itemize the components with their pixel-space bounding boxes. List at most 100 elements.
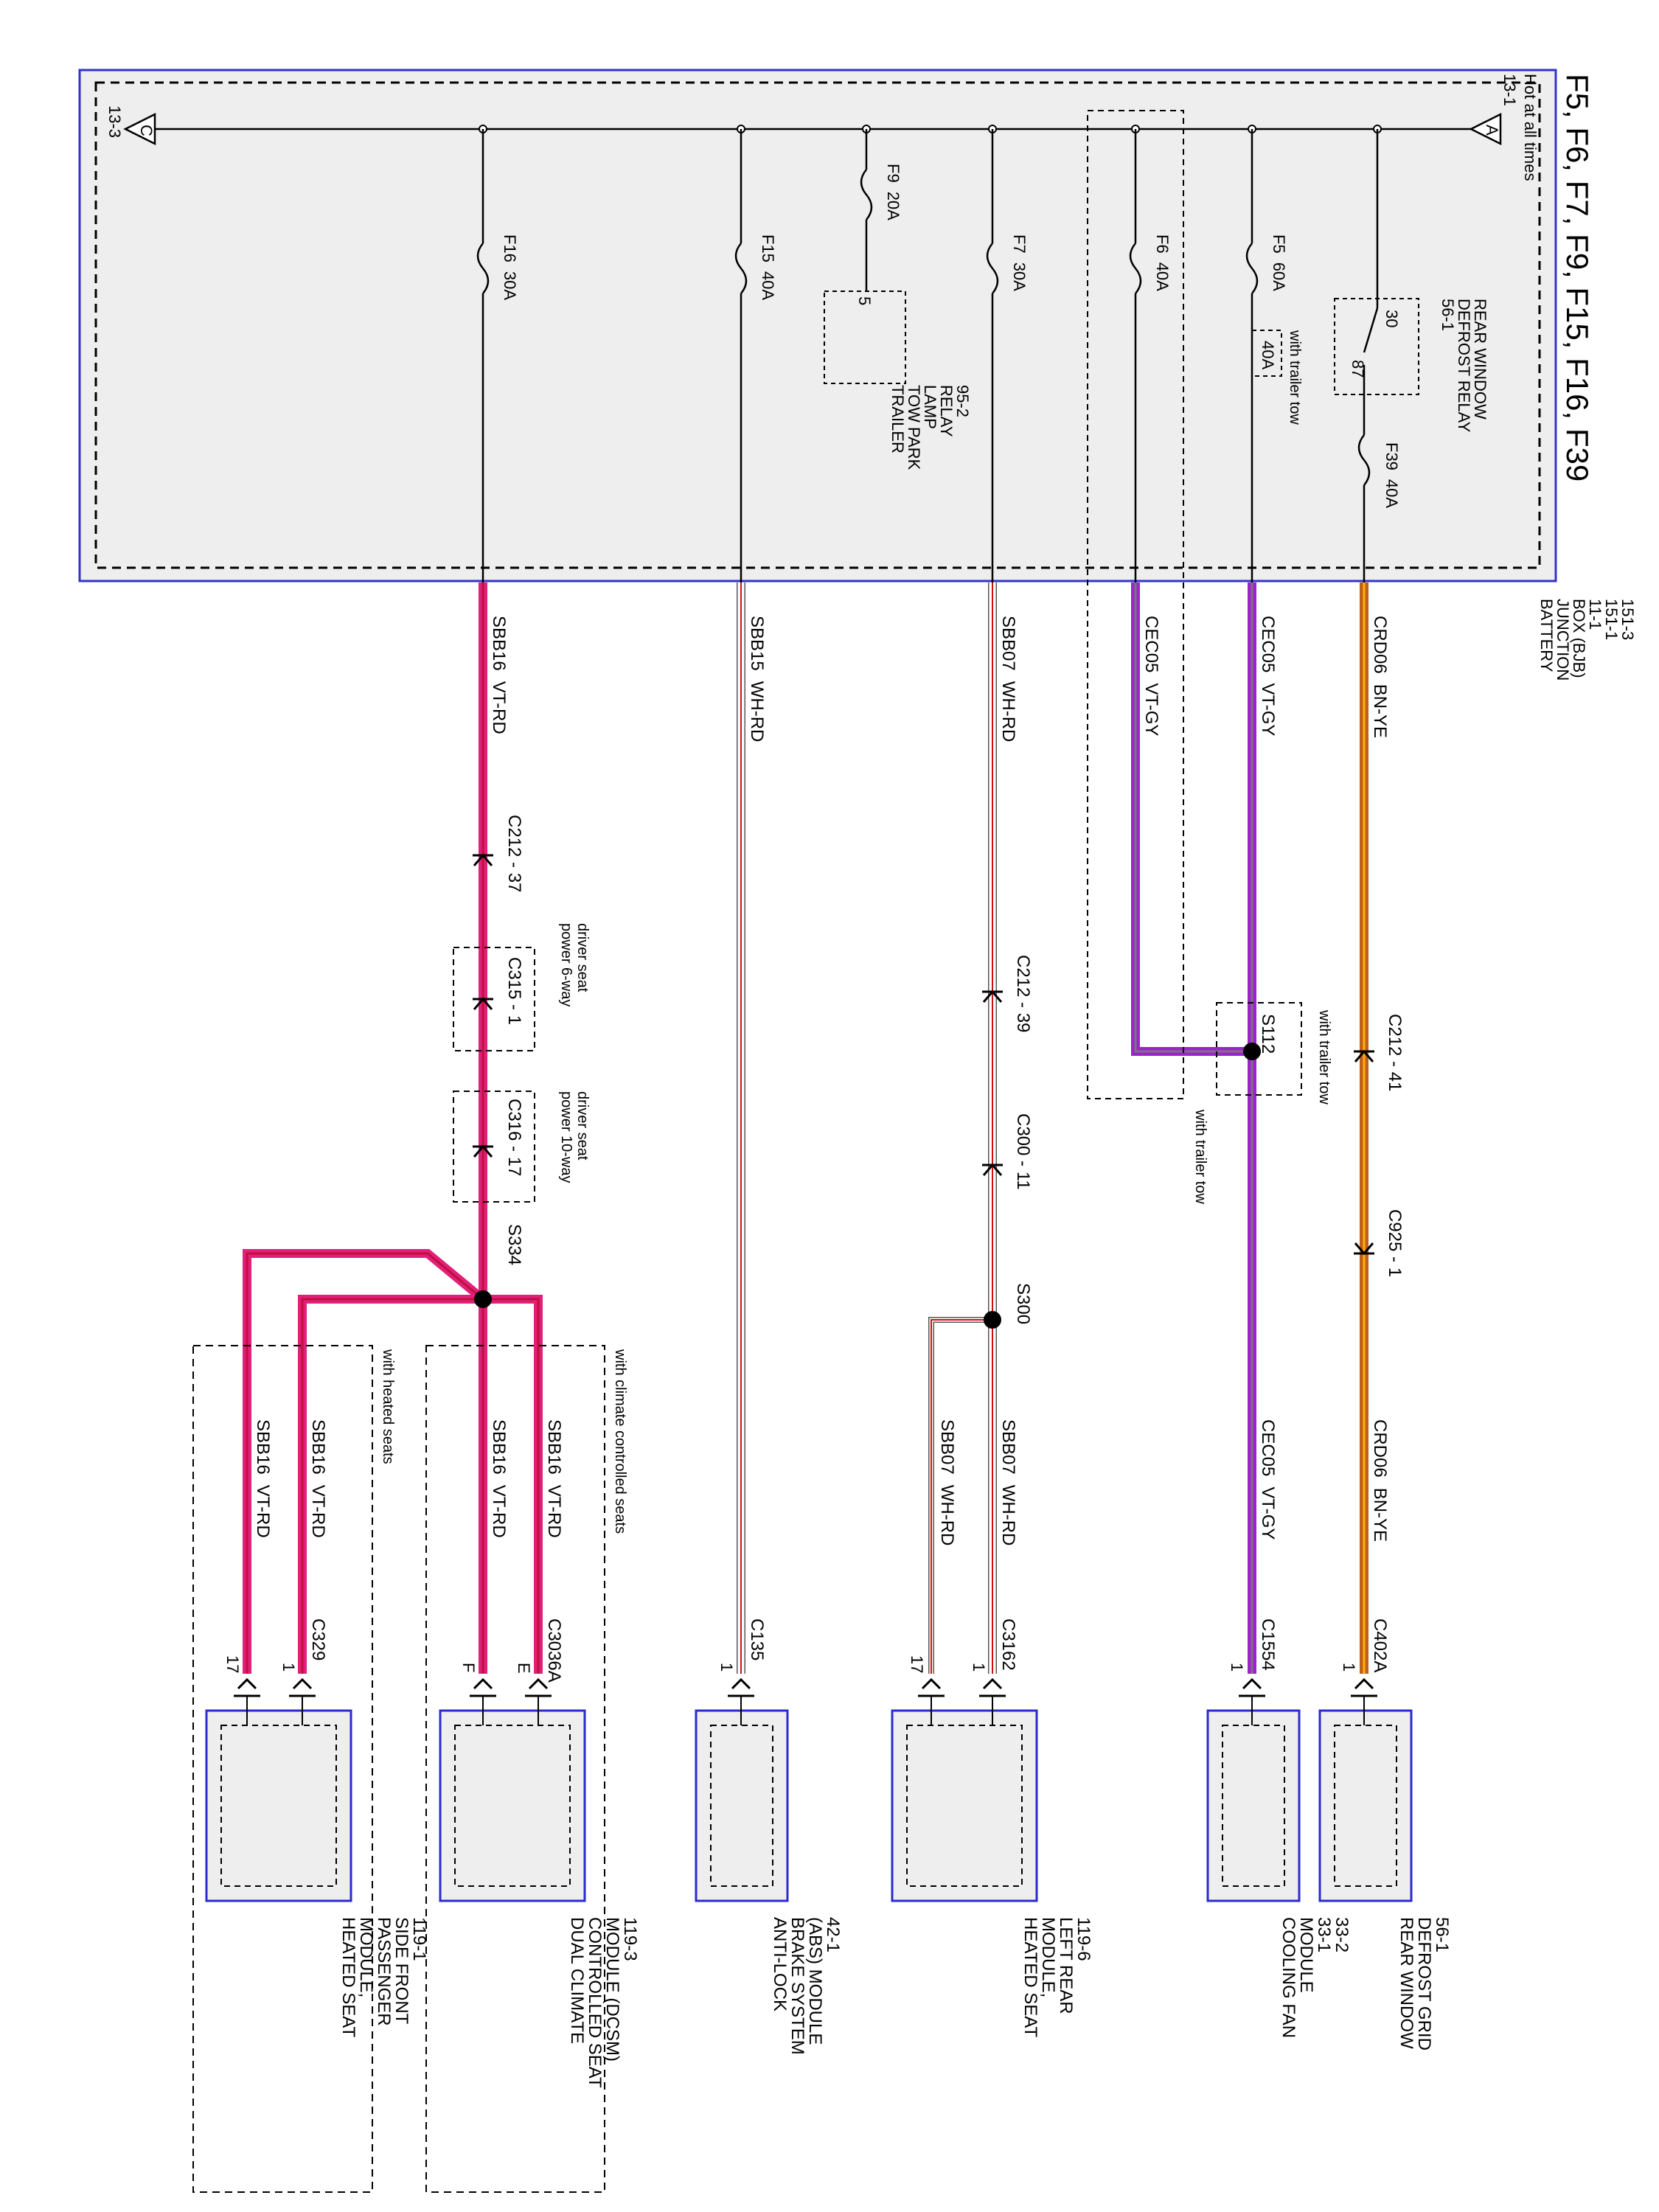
pin-1-pass: 1 (279, 1663, 298, 1672)
trailer-relay-pin-5: 5 (855, 296, 874, 305)
f5-alt-rating: 40A (1259, 341, 1277, 369)
ref-in: 13-1 (1500, 74, 1519, 106)
pin-1-cooling: 1 (1228, 1663, 1246, 1672)
splice-s112 (1243, 1043, 1261, 1060)
module-rear-defrost-grid (1318, 1696, 1413, 1902)
module-label-dcsm: DUAL CLIMATE CONTROLLED SEAT MODULE (DCS… (567, 1917, 640, 2093)
connector-c300-11: C300 - 11 (1013, 1113, 1033, 1190)
trailer-tow-f6-box (1087, 110, 1184, 1099)
splice-s300 (984, 1311, 1001, 1329)
wire-label-cec05-top: CEC05VT-GY (1258, 616, 1278, 736)
pin-1-left-rear: 1 (970, 1663, 988, 1672)
trailer-tow-relay-box (824, 291, 906, 384)
wire-cec05-trailer (1131, 582, 1252, 1056)
wire-sbb16-branches (243, 1249, 543, 1674)
inline-connectors (473, 853, 1374, 1256)
internal-branches (476, 129, 1379, 582)
module-heated-seat-passenger (205, 1696, 352, 1902)
module-abs (695, 1696, 789, 1902)
wire-label-sbb07-branch: SBB07WH-RD (937, 1419, 957, 1545)
splice-s300-label: S300 (1013, 1283, 1033, 1324)
fuse-f16-label: F1630A (501, 234, 519, 300)
connector-c1554: C1554 (1258, 1618, 1278, 1671)
svg-text:C: C (137, 125, 156, 136)
connector-c925-1: C925 - 1 (1385, 1209, 1405, 1277)
module-label-heated-seat-left-rear: HEATED SEAT MODULE, LEFT REAR 119-6 (1020, 1917, 1093, 2042)
wire-label-crd06-bottom: CRD06BN-YE (1370, 1419, 1390, 1542)
module-terminals (234, 1677, 1377, 1697)
module-label-rear-defrost-grid: REAR WINDOW DEFROST GRID 56-1 (1397, 1917, 1452, 2056)
wire-label-sbb15: SBB15WH-RD (747, 616, 767, 742)
pin-f-dcsm: F (459, 1663, 478, 1672)
fuse-f6-label: F640A (1153, 234, 1172, 291)
ref-out: 13-3 (105, 105, 124, 138)
pin-1-defrost: 1 (1340, 1663, 1358, 1672)
module-cooling-fan (1206, 1696, 1301, 1902)
splice-s112-label: S112 (1258, 1014, 1278, 1054)
wire-label-sbb16-dcsm-f: SBB16VT-RD (489, 1419, 509, 1538)
relay-pin-30: 30 (1382, 310, 1401, 327)
wire-sbb07-branch (928, 1317, 992, 1674)
fuse-f15-label: F1540A (759, 234, 777, 300)
connector-c212-37: C212 - 37 (504, 815, 524, 892)
note-with-climate: with climate controlled seats (612, 1349, 628, 1534)
bus-node-c-icon: C (123, 112, 156, 146)
splice-s334-label: S334 (504, 1224, 524, 1265)
pin-17-left-rear: 17 (908, 1655, 926, 1673)
junction-box-label: BATTERY JUNCTION BOX (BJB) 11-1 151-1 15… (1537, 599, 1637, 685)
pin-e-dcsm: E (515, 1663, 533, 1674)
wire-label-sbb07-top: SBB07WH-RD (998, 616, 1018, 742)
connector-c212-39: C212 - 39 (1013, 955, 1033, 1032)
hot-at-all-times-label: Hot at all times (1521, 74, 1540, 181)
junction-box-frame (78, 69, 1557, 582)
connector-c315-1: C315 - 1 (504, 957, 524, 1025)
wire-label-sbb07-bottom: SBB07WH-RD (998, 1419, 1018, 1545)
module-label-abs: ANTI-LOCK BRAKE SYSTEM (ABS) MODULE 42-1 (770, 1917, 843, 2059)
rear-defrost-relay-box (1334, 298, 1419, 395)
trailer-tow-relay-label: TRAILER TOW PARK LAMP RELAY 95-2 (888, 385, 972, 474)
wire-label-sbb16-pass-17: SBB16VT-RD (253, 1419, 273, 1538)
module-label-heated-seat-passenger: HEATED SEAT MODULE, PASSENGER SIDE FRONT… (338, 1917, 429, 2042)
fuse-f7-label: F730A (1010, 234, 1029, 291)
module-label-cooling-fan: COOLING FAN MODULE 33-1 33-2 (1279, 1917, 1352, 2043)
s112-option-box (1216, 1002, 1302, 1096)
climate-seats-option-box (425, 1345, 605, 2193)
wire-label-crd06-top: CRD06BN-YE (1370, 616, 1390, 738)
relay-pin-87: 87 (1349, 360, 1367, 378)
rear-defrost-relay-label: REAR WINDOW DEFROST RELAY 56-1 (1439, 299, 1489, 437)
module-heated-seat-left-rear (891, 1696, 1038, 1902)
fuse-f39-label: F3940A (1382, 442, 1401, 508)
pin-17-pass: 17 (223, 1655, 242, 1673)
wire-label-sbb16-dcsm-e: SBB16VT-RD (544, 1419, 564, 1538)
note-with-trailer-tow-f6: with trailer tow (1192, 1109, 1208, 1204)
connector-c402a: C402A (1370, 1618, 1390, 1672)
module-dcsm (439, 1696, 586, 1902)
connector-c329: C329 (308, 1618, 328, 1660)
wire-label-sbb16-pass-1: SBB16VT-RD (308, 1419, 328, 1538)
note-with-trailer-tow-s112: with trailer tow (1316, 1009, 1332, 1105)
connector-c3036a: C3036A (544, 1618, 564, 1683)
svg-text:A: A (1483, 125, 1501, 136)
connector-c135: C135 (747, 1618, 767, 1660)
wire-label-sbb16-top: SBB16VT-RD (489, 616, 509, 734)
connector-c212-41: C212 - 41 (1385, 1014, 1405, 1091)
page-title: F5, F6, F7, F9, F15, F16, F39 (1560, 74, 1595, 481)
bus-node-a-icon: A (1469, 112, 1502, 146)
connector-c3162: C3162 (998, 1618, 1018, 1671)
note-with-heated: with heated seats (380, 1349, 396, 1464)
junction-box-dashed-border (94, 81, 1541, 569)
note-power-10way: power 10-way driver seat (558, 1091, 591, 1187)
wire-label-cec05-bottom: CEC05VT-GY (1258, 1419, 1278, 1540)
fuse-f9-label: F920A (884, 164, 902, 220)
splice-s334 (474, 1290, 492, 1308)
heated-seats-option-box (192, 1345, 373, 2193)
fuse-f5-label: F560A (1270, 234, 1288, 291)
note-power-6way: power 6-way driver seat (558, 923, 591, 1011)
pin-1-abs: 1 (717, 1663, 736, 1672)
f5-alt-note: with trailer tow (1287, 330, 1303, 425)
wire-label-cec05-trailer: CEC05VT-GY (1141, 616, 1161, 736)
c316-option-box (453, 1091, 535, 1203)
f5-alt-rating-box (1251, 330, 1282, 377)
connector-c316-17: C316 - 17 (504, 1099, 524, 1176)
